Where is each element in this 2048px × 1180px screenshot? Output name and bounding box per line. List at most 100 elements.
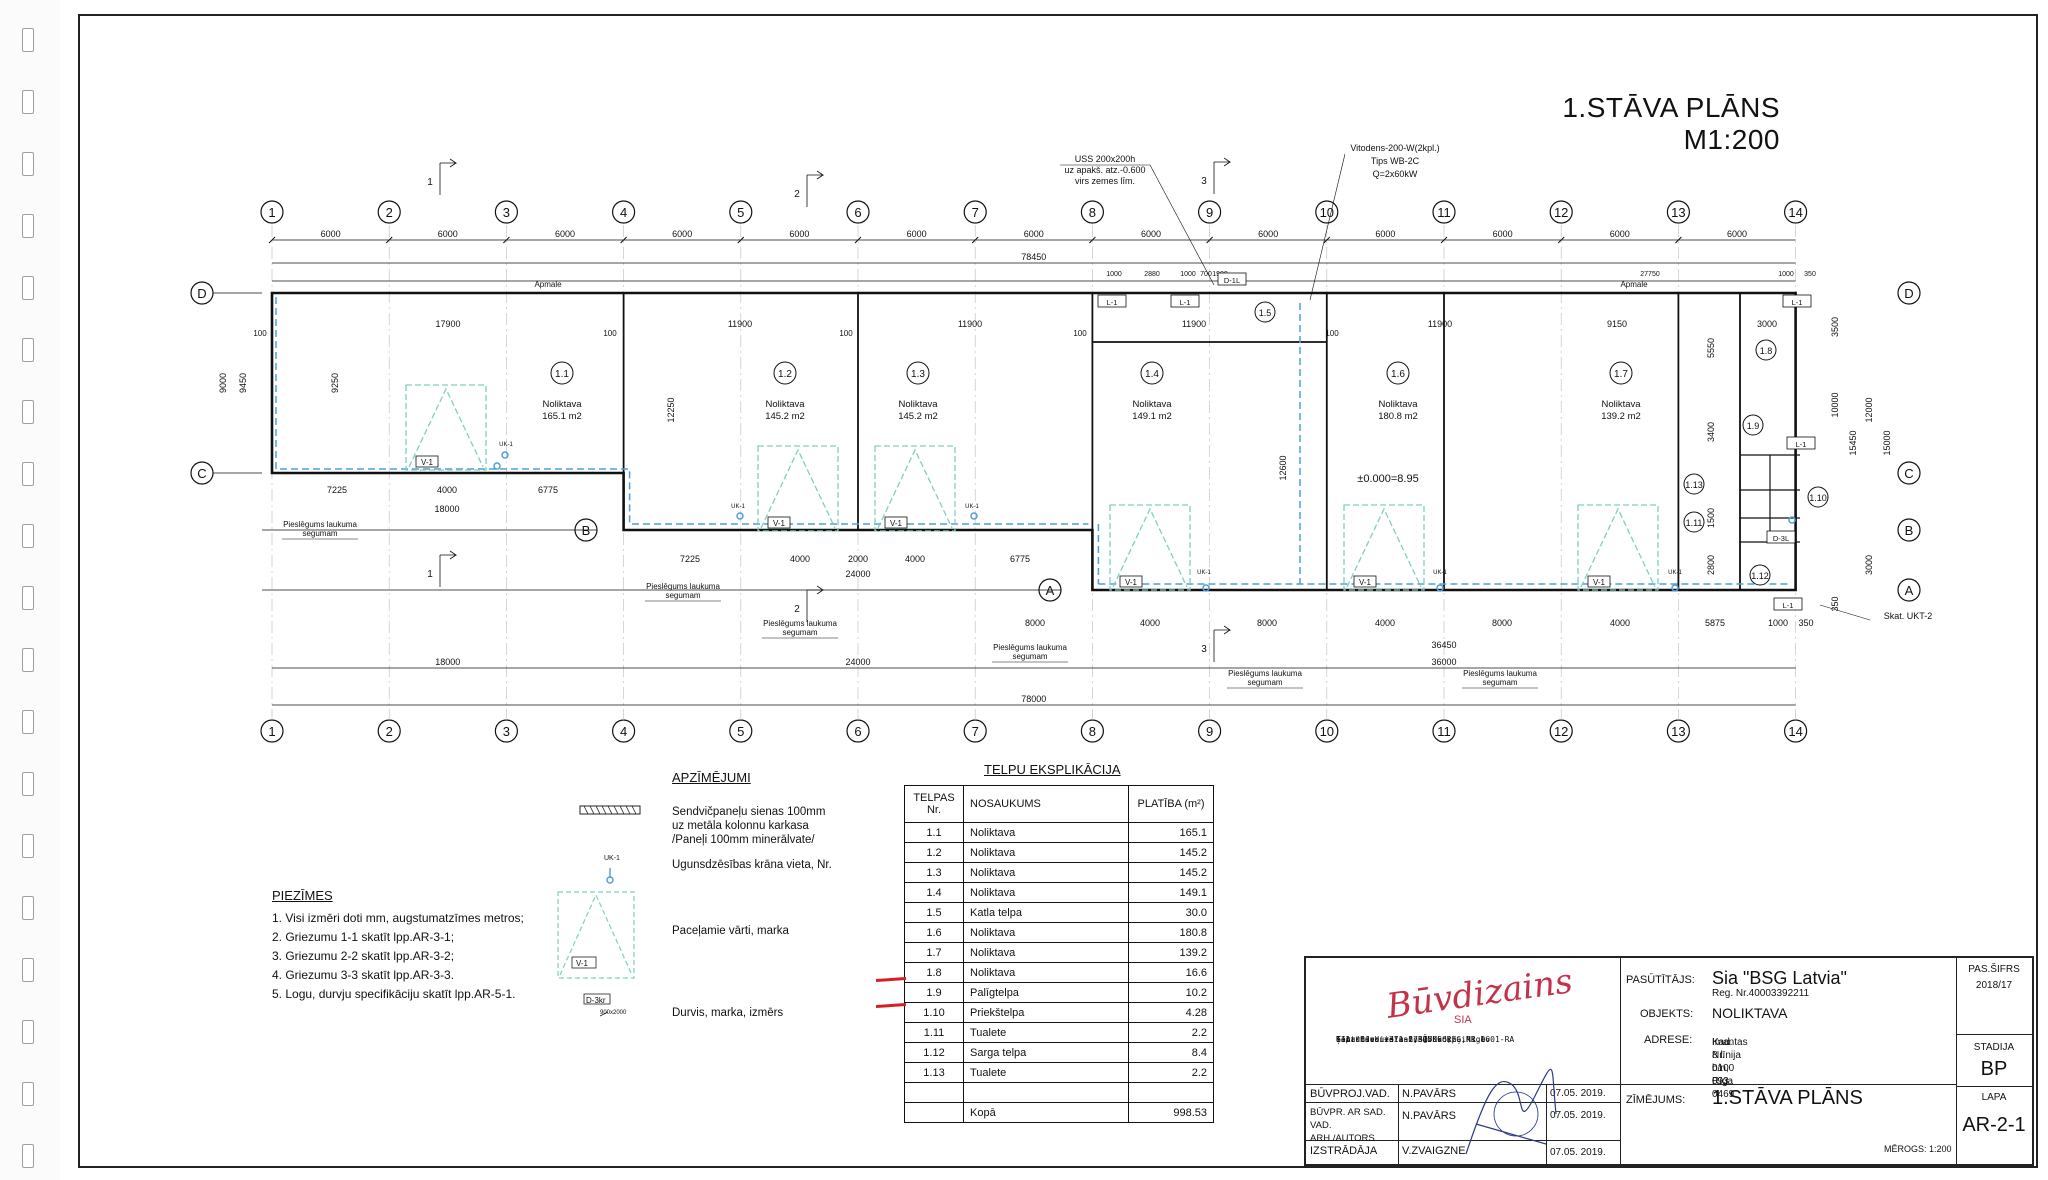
axis-label: 11 [1437, 205, 1451, 220]
room-bubble [1807, 486, 1829, 508]
company-logo: Būvdizains [1384, 961, 1576, 1027]
axis-label: 12 [1554, 205, 1568, 220]
dim-text: 5875 [1705, 618, 1725, 628]
room-area: 139.2 m2 [1601, 411, 1641, 422]
role-date: 07.05. 2019. [1550, 1110, 1606, 1121]
binder-hole [22, 276, 34, 300]
room-area-cell: 4.28 [1128, 1002, 1214, 1023]
tb-divider [1306, 1102, 1620, 1103]
dim-text: 6000 [1258, 229, 1278, 239]
room-no-cell: 1.12 [904, 1042, 964, 1063]
binder-hole [22, 152, 34, 176]
axis-bubble [846, 200, 870, 224]
axis-label: 4 [620, 205, 627, 220]
binder-hole [22, 586, 34, 610]
drawing-name: 1.STĀVA PLĀNS [1712, 1087, 1863, 1109]
door-tag-box [1786, 436, 1816, 450]
section-arrow [1214, 157, 1232, 167]
legend-title: APZĪMĒJUMI [672, 770, 751, 785]
hydrant [501, 451, 509, 459]
axis-label: 3 [503, 205, 510, 220]
callout-leader [1819, 604, 1871, 621]
legend-line: /Paneļi 100mm minerālvate/ [672, 834, 815, 846]
dim-text: 3000 [1864, 555, 1874, 575]
dim-text: 100 [839, 329, 853, 338]
door-tag-box [1773, 597, 1803, 611]
section-arrow [807, 170, 825, 180]
row-label: A [1046, 583, 1055, 598]
room-name-cell [963, 1082, 1129, 1103]
role-name: N.PAVĀRS [1402, 1088, 1456, 1100]
dim-text: 15000 [1882, 430, 1892, 455]
dim-text: 2800 [1706, 555, 1716, 575]
dim-text: 12000 [1864, 397, 1874, 422]
room-bubble [1742, 414, 1764, 436]
pieslegums-label: Pieslēgums laukuma [1463, 669, 1537, 678]
col-header-nr: TELPAS Nr. [904, 785, 964, 823]
dim-text: 350 [1798, 618, 1813, 628]
dim-text: 6000 [1141, 229, 1161, 239]
door-tag-box [1782, 294, 1812, 308]
section-arrow [1214, 625, 1232, 635]
room-name-cell: Noliktava [963, 882, 1129, 903]
dim-text: 4000 [905, 554, 925, 564]
pieslegums-label: segumam [782, 628, 817, 637]
room-no-cell: 1.5 [904, 902, 964, 923]
col-header-name: NOSAUKUMS [963, 785, 1129, 823]
section-mark-label: 1 [427, 569, 433, 580]
tb-divider [1398, 1084, 1399, 1164]
gate [1577, 504, 1659, 591]
room-name-cell: Noliktava [963, 842, 1129, 863]
object-label: OBJEKTS: [1640, 1008, 1694, 1020]
dim-text: 4000 [437, 485, 457, 495]
section-mark-label: 3 [1201, 176, 1207, 187]
room-number: 1.9 [1747, 421, 1760, 431]
room-table-title: TELPU EKSPLIKĀCIJA [984, 762, 1121, 777]
axis-label: 7 [972, 724, 979, 739]
hydrant [1436, 584, 1444, 592]
dim-text: 6000 [1727, 229, 1747, 239]
dim-text: 1000 [1778, 271, 1794, 278]
company-line: Tālrunis: +371 67315066; [1336, 1035, 1452, 1044]
room-area-cell: 10.2 [1128, 982, 1214, 1003]
binder-hole [22, 462, 34, 486]
dim-text: 12600 [1278, 455, 1288, 480]
row-bubble [1897, 578, 1921, 602]
hydrant-tag: UK-1 [1197, 570, 1211, 576]
client-reg: Reg. Nr.40003392211 [1712, 988, 1810, 999]
scale-label: MĒROGS: 1:200 [1884, 1144, 1952, 1154]
room-area: 149.1 m2 [1132, 411, 1172, 422]
row-label: B [582, 523, 591, 538]
dim-text: 3400 [1706, 422, 1716, 442]
door-tag-box [1766, 530, 1796, 544]
room-no-cell: 1.2 [904, 842, 964, 863]
tb-divider [1620, 1084, 1956, 1085]
door-tag: L-1 [1107, 298, 1118, 307]
section-mark-label: 1 [427, 177, 433, 188]
section-arrow [440, 550, 458, 560]
dim-tick [854, 236, 862, 244]
room-name: Noliktava [542, 399, 582, 410]
binder-hole [22, 1020, 34, 1044]
pieslegums-label: Pieslēgums laukuma [646, 582, 720, 591]
room-area-cell: 2.2 [1128, 1022, 1214, 1043]
address-line: Kad. Nr. 0100 093 0469 [1712, 1037, 1735, 1100]
dim-text: 4000 [1140, 618, 1160, 628]
page-value: AR-2-1 [1962, 1114, 2026, 1136]
hydrant [1671, 584, 1679, 592]
dim-text: 6000 [907, 229, 927, 239]
section-arrow [807, 585, 825, 595]
door-tag: L-1 [1796, 440, 1807, 449]
gate [405, 384, 487, 471]
dim-text: 9150 [1607, 319, 1627, 329]
note-item: 4. Griezumu 3-3 skatīt lpp.AR-3-3. [272, 968, 455, 982]
callout-text: Tips WB-2C [1371, 156, 1420, 166]
legend-door-size: 900x2000 [600, 1010, 627, 1016]
dim-text: 6000 [789, 229, 809, 239]
apmale-label: Apmale [534, 280, 562, 289]
